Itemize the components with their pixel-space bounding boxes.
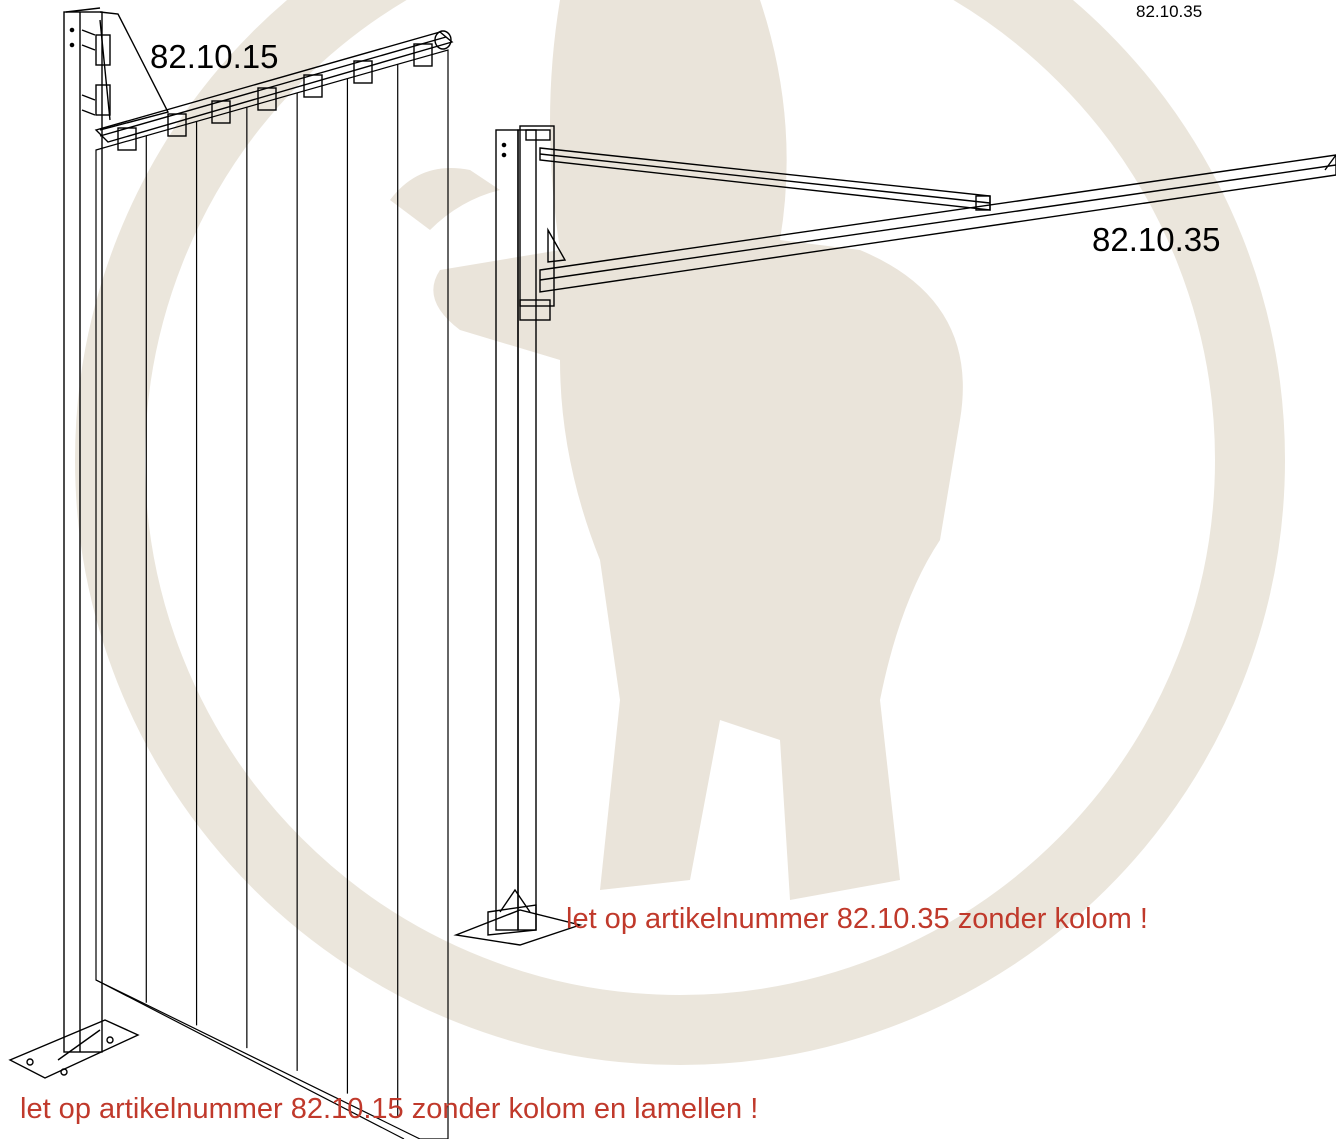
left-post	[8, 7, 140, 1079]
part-number-label-right: 82.10.35	[1092, 221, 1221, 258]
part-number-label-small: 82.10.35	[1136, 2, 1203, 21]
part-number-label-left: 82.10.15	[150, 38, 279, 75]
warning-note-left: let op artikelnummer 82.10.15 zonder kol…	[20, 1093, 759, 1125]
boom-arm-icon	[519, 125, 1336, 321]
left-bracket	[81, 11, 170, 131]
strip-curtain-icon	[95, 49, 449, 1139]
watermark-figure-icon	[75, 0, 1285, 1065]
warning-note-right: let op artikelnummer 82.10.35 zonder kol…	[566, 903, 1148, 935]
